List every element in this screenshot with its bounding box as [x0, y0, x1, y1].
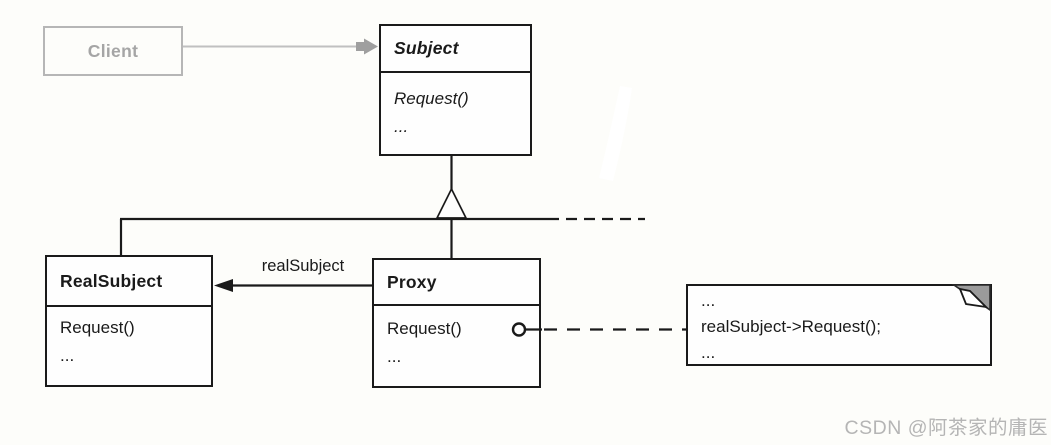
- realsubject-ellipsis: ...: [60, 346, 75, 365]
- class-title-realsubject: RealSubject: [47, 257, 211, 307]
- proxy-ellipsis: ...: [387, 347, 402, 366]
- filled-arrowhead-icon: [356, 38, 378, 55]
- csdn-watermark: CSDN @阿茶家的庸医: [844, 417, 1048, 439]
- note-line-2: realSubject->Request();: [701, 317, 882, 336]
- note-line-3: ...: [701, 343, 716, 362]
- association-label-realsubject: realSubject: [261, 257, 345, 275]
- class-box-realsubject: RealSubject Request() ...: [45, 255, 213, 387]
- proxy-method-request: Request(): [387, 319, 462, 338]
- class-box-subject: Subject Request() ...: [379, 24, 532, 156]
- note-line-1: ...: [701, 291, 716, 310]
- filled-arrowhead-icon: [214, 279, 233, 292]
- subject-method-request: Request(): [394, 89, 469, 108]
- class-box-proxy: Proxy Request() ...: [372, 258, 541, 388]
- note-box: ... realSubject->Request(); ...: [686, 284, 992, 366]
- realsubject-method-request: Request(): [60, 318, 135, 337]
- class-title-subject: Subject: [381, 26, 530, 73]
- class-box-client: Client: [43, 26, 183, 76]
- white-smudge-artifact: [599, 86, 632, 181]
- class-title-client: Client: [87, 40, 139, 61]
- class-body-proxy: Request() ...: [374, 306, 539, 371]
- hollow-triangle-icon: [435, 187, 468, 219]
- class-body-realsubject: Request() ...: [47, 307, 211, 370]
- class-title-proxy: Proxy: [374, 260, 539, 306]
- subject-ellipsis: ...: [394, 117, 409, 136]
- class-body-subject: Request() ...: [381, 73, 530, 141]
- note-text: ... realSubject->Request(); ...: [688, 286, 990, 366]
